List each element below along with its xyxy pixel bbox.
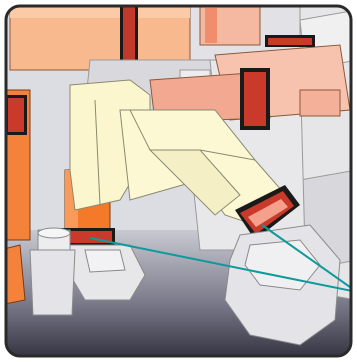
peach-block-top (200, 5, 260, 45)
gray-wheel-left (70, 245, 145, 300)
